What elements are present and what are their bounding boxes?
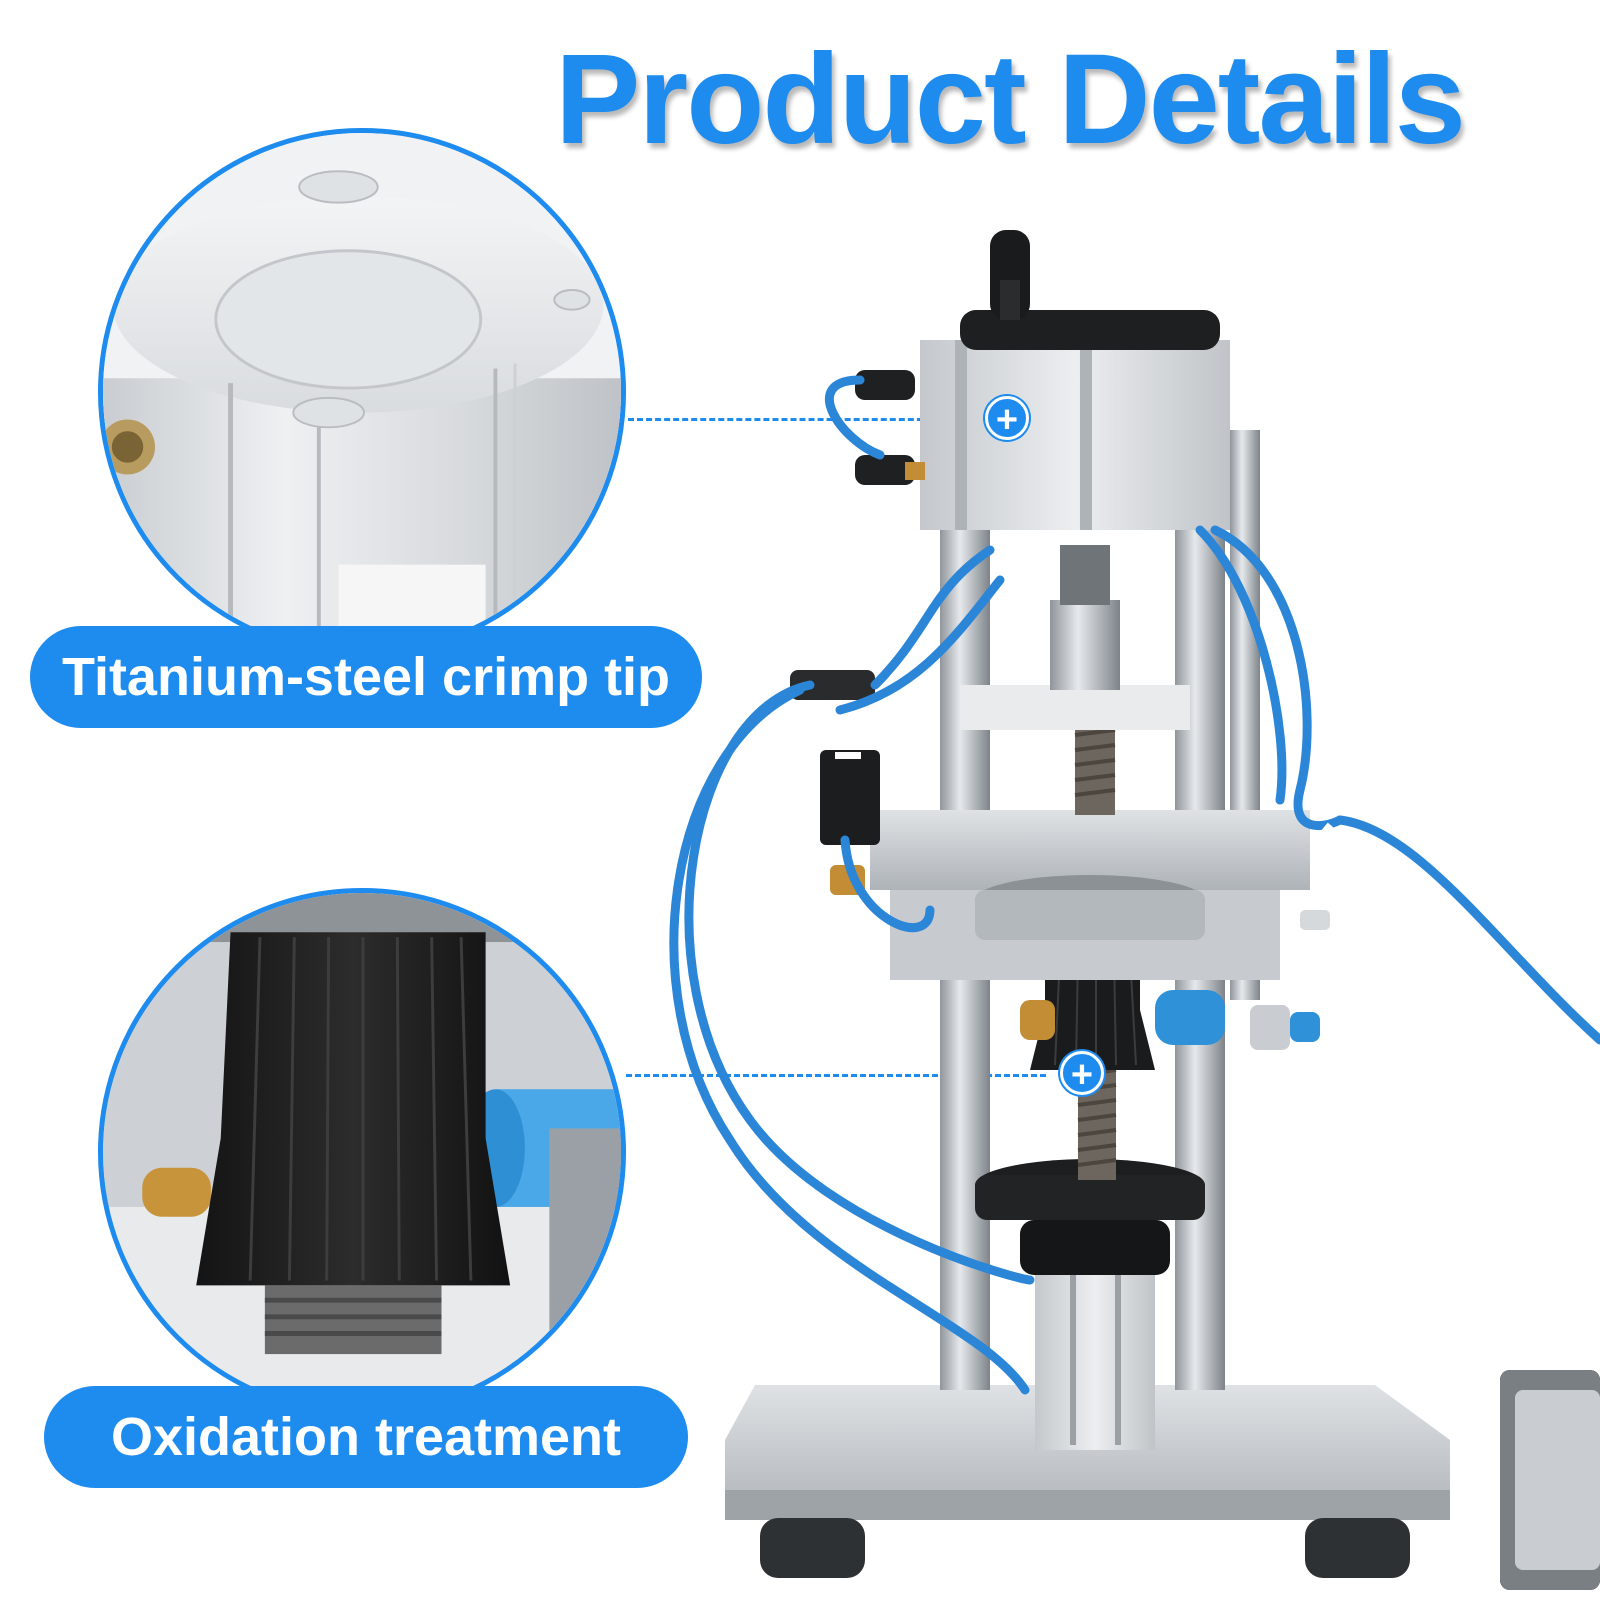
page-title: Product Details <box>555 28 1466 171</box>
callout-line-crimp-tip <box>628 418 968 421</box>
crimp-tip-label: Titanium-steel crimp tip <box>30 626 702 728</box>
oxidation-hotspot-plus-icon[interactable]: + <box>1060 1051 1104 1096</box>
oxidation-treatment-label: Oxidation treatment <box>44 1386 688 1488</box>
callout-line-oxidation <box>626 1074 1046 1077</box>
cylinder-closeup-image <box>98 128 626 656</box>
cylinder-closeup-illustration <box>103 133 621 651</box>
pneumatic-crimping-machine-image <box>659 230 1600 1590</box>
black-cap-closeup-illustration <box>103 893 621 1411</box>
crimp-tip-hotspot-plus-icon[interactable]: + <box>985 396 1029 441</box>
black-cap-closeup-image <box>98 888 626 1416</box>
